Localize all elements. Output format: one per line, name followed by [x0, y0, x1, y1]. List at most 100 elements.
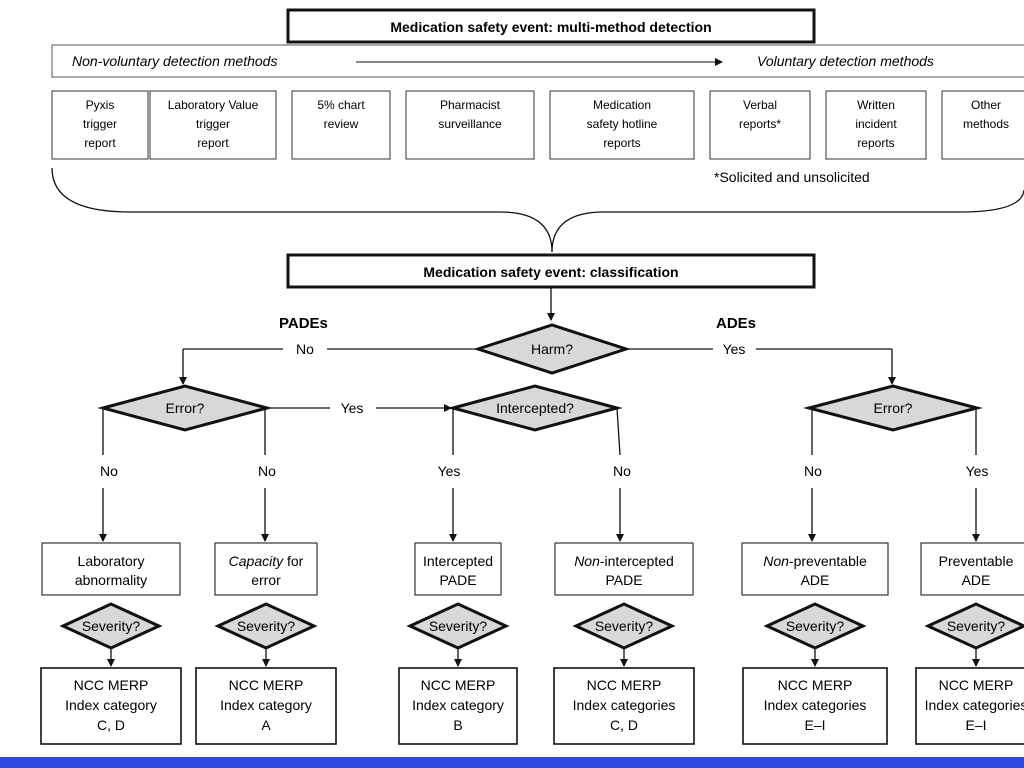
detection-method-label: methods: [963, 117, 1009, 131]
branch-intercepted-yes: Yes: [438, 463, 461, 479]
category-label: E–I: [804, 717, 825, 733]
category-box: [742, 667, 888, 745]
detection-method-label: trigger: [196, 117, 230, 131]
severity-label: Severity?: [82, 618, 141, 634]
error-left-yes-label: Yes: [341, 400, 364, 416]
detection-method-label: reports: [603, 136, 640, 150]
footnote: *Solicited and unsolicited: [714, 169, 870, 185]
detection-method-label: reports*: [739, 117, 781, 131]
outcome-label: ADE: [962, 572, 991, 588]
outcome-label: PADE: [439, 572, 476, 588]
category-box: [398, 667, 518, 745]
non-voluntary-label: Non-voluntary detection methods: [72, 53, 277, 69]
harm-yes-label: Yes: [723, 341, 746, 357]
classification-title: Medication safety event: classification: [423, 264, 678, 280]
outcome-label: Preventable: [939, 553, 1014, 569]
error-right-decision: [803, 384, 983, 432]
outcome-label: PADE: [605, 572, 642, 588]
detection-method-label: trigger: [83, 117, 117, 131]
severity-decision: [763, 602, 867, 650]
severity-label: Severity?: [237, 618, 296, 634]
category-box: [195, 667, 337, 745]
detection-title-box: [286, 8, 816, 44]
error-left-label: Error?: [166, 400, 205, 416]
detection-method-label: Other: [971, 98, 1001, 112]
detection-method-label: incident: [855, 117, 897, 131]
branch-error-right-no: No: [804, 463, 822, 479]
branch-connectors: [99, 407, 980, 542]
outcome-label: Non-intercepted: [574, 553, 674, 569]
category-label: Index category: [220, 697, 312, 713]
severity-decision: [924, 602, 1024, 650]
intercepted-label: Intercepted?: [496, 400, 574, 416]
ades-label: ADEs: [716, 315, 756, 332]
category-label: B: [453, 717, 462, 733]
category-label: E–I: [965, 717, 986, 733]
branch-lab-no: No: [100, 463, 118, 479]
voluntary-label: Voluntary detection methods: [757, 53, 934, 69]
outcome-box: [741, 542, 889, 596]
category-label: Index categories: [573, 697, 676, 713]
detection-method-box: Pyxis trigger report: [51, 90, 149, 160]
detection-method-label: review: [324, 117, 359, 131]
detection-method-label: safety hotline: [587, 117, 658, 131]
detection-method-label: Pharmacist: [440, 98, 501, 112]
category-label: Index categories: [764, 697, 867, 713]
severity-label: Severity?: [786, 618, 845, 634]
category-label: A: [261, 717, 271, 733]
detection-method-label: report: [84, 136, 116, 150]
detection-method-label: Pyxis: [86, 98, 115, 112]
category-box: [915, 667, 1024, 745]
severity-label: Severity?: [429, 618, 488, 634]
branch-intercepted-no: No: [613, 463, 631, 479]
outcome-label: ADE: [801, 572, 830, 588]
category-label: Index category: [412, 697, 504, 713]
detection-method-label: 5% chart: [317, 98, 365, 112]
outcome-label: Intercepted: [423, 553, 493, 569]
severity-decision: [406, 602, 510, 650]
category-label: NCC MERP: [778, 677, 853, 693]
detection-method-box: Pharmacist surveillance: [405, 90, 535, 160]
severity-label: Severity?: [595, 618, 654, 634]
category-label: NCC MERP: [229, 677, 304, 693]
bottom-bar: [0, 757, 1024, 768]
detection-method-label: Laboratory Value: [168, 98, 259, 112]
severity-decision: [214, 602, 318, 650]
category-label: Index categories: [925, 697, 1024, 713]
branch-error-right-yes: Yes: [966, 463, 989, 479]
category-label: C, D: [97, 717, 125, 733]
category-box: [40, 667, 182, 745]
pades-label: PADEs: [279, 315, 328, 332]
outcome-box: [214, 542, 318, 596]
category-label: NCC MERP: [939, 677, 1014, 693]
category-box: [553, 667, 695, 745]
outcome-box: [554, 542, 694, 596]
detection-methods: Pyxis trigger report Laboratory Value trigge…: [51, 90, 1024, 160]
category-label: NCC MERP: [421, 677, 496, 693]
outcome-label: Laboratory: [78, 553, 145, 569]
outcome-box: [41, 542, 181, 596]
outcome-box: [920, 542, 1024, 596]
category-label: Index category: [65, 697, 157, 713]
detection-method-box: 5% chart review: [291, 90, 391, 160]
outcome-label: Non-preventable: [763, 553, 867, 569]
detection-title: Medication safety event: multi-method de…: [390, 19, 711, 35]
grouping-brace: [51, 167, 1024, 253]
outcome-label: Capacity for: [229, 553, 304, 569]
detection-method-label: surveillance: [438, 117, 502, 131]
category-label: NCC MERP: [587, 677, 662, 693]
classification-title-box: [286, 253, 816, 289]
category-label: C, D: [610, 717, 638, 733]
harm-no-label: No: [296, 341, 314, 357]
